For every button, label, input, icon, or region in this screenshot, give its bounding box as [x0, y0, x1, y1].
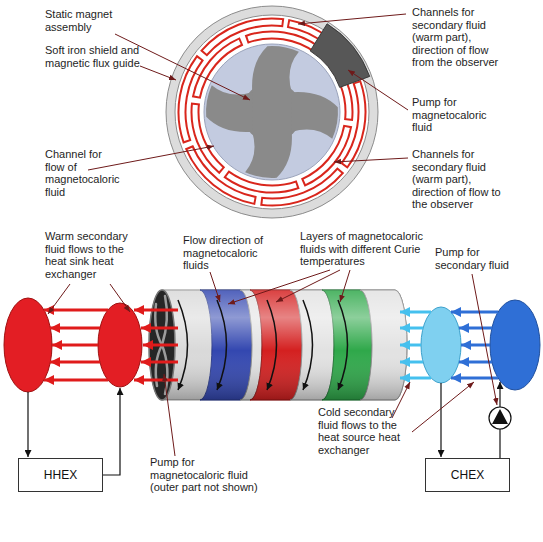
- flow-arrow: [338, 300, 348, 390]
- leader-line: [140, 66, 176, 80]
- warm-side: [4, 298, 178, 475]
- warm-flow-arrow: [141, 361, 178, 364]
- flow-arrow: [217, 300, 227, 390]
- channel-interior: [164, 4, 381, 221]
- leader-line: [210, 272, 220, 302]
- callout-label: Cold secondary fluid flows to the heat s…: [318, 406, 413, 456]
- pump-triangle: [492, 409, 508, 424]
- magnet-lobe: [250, 43, 299, 99]
- cold-flow-arrow: [400, 361, 423, 364]
- flow-arrow: [178, 300, 188, 390]
- callout-label: Channels for secondary fluid (warm part)…: [412, 6, 508, 69]
- channel-wall: [164, 4, 381, 221]
- magnet-lobe: [285, 90, 341, 139]
- cold-flow-arrow: [459, 361, 492, 364]
- cross-section: [164, 4, 381, 221]
- callout-label: Channel for flow of magnetocaloric fluid: [45, 148, 122, 198]
- flow-arrow: [267, 300, 277, 390]
- leader-lines: [48, 270, 497, 456]
- warm-flow-arrows: [44, 310, 178, 380]
- callout-label: Layers of magnetocaloric fluids with dif…: [300, 230, 438, 268]
- cold-flow-arrow: [400, 344, 421, 347]
- box-label: HHEX: [44, 468, 77, 482]
- warm-manifold: [98, 303, 142, 387]
- cylinder-shading: [149, 290, 407, 400]
- callout-label: Soft iron shield and magnetic flux guide: [45, 44, 155, 69]
- cold-flow-arrow: [400, 377, 431, 380]
- warm-flow-arrow: [44, 309, 108, 312]
- warm-manifold: [4, 298, 52, 392]
- warm-flow-arrow: [134, 309, 178, 312]
- magnetocaloric-pump: [310, 24, 370, 88]
- static-magnet: [203, 43, 342, 182]
- cold-flow-arrows: [400, 312, 431, 378]
- heat-exchanger-box: CHEX: [425, 458, 510, 492]
- leader-line: [472, 274, 497, 405]
- pump-blade: [162, 296, 167, 345]
- callout-label: Static magnet assembly: [45, 8, 140, 33]
- warm-flow-arrow: [44, 379, 108, 382]
- callout-label: Pump for magnetocaloric fluid: [412, 96, 494, 134]
- warm-flow-arrow: [141, 327, 178, 330]
- warm-flow-arrow: [50, 361, 100, 364]
- callout-label: Warm secondary fluid flows to the heat s…: [45, 230, 140, 280]
- flow-arrows: [178, 300, 348, 390]
- box-label: CHEX: [451, 468, 484, 482]
- magnet-lobe: [203, 85, 259, 134]
- leader-line: [412, 382, 474, 432]
- shield-inner-edge: [175, 15, 369, 209]
- leader-line: [88, 146, 214, 170]
- cold-side: [400, 300, 540, 458]
- leader-line: [276, 270, 340, 302]
- cold-manifold: [421, 307, 461, 383]
- secondary-pump-symbol: [489, 407, 511, 429]
- leader-line: [228, 270, 330, 304]
- callout-label: Pump for magnetocaloric fluid (outer par…: [150, 456, 268, 494]
- cold-flow-arrow: [451, 377, 498, 380]
- cold-flow-arrow: [400, 327, 423, 330]
- pump-blade: [162, 345, 167, 394]
- pipe: [103, 388, 120, 475]
- leader-line: [110, 284, 130, 312]
- leader-line: [340, 270, 350, 302]
- leader-line: [298, 14, 406, 24]
- cold-flow-arrow: [400, 311, 431, 314]
- leader-line: [392, 382, 410, 418]
- cold-flow-arrow: [451, 311, 498, 314]
- warm-flow-arrow: [134, 379, 178, 382]
- inner-channels: [164, 4, 381, 221]
- callout-label: Channels for secondary fluid (warm part)…: [412, 148, 508, 211]
- pipe: [440, 383, 441, 457]
- magnet-lobe: [245, 125, 294, 181]
- cold-flow-arrow: [459, 327, 492, 330]
- heat-exchanger-box: HHEX: [18, 458, 103, 492]
- warm-flow-arrow: [50, 327, 100, 330]
- callout-label: Flow direction of magnetocaloric fluids: [183, 234, 275, 272]
- leader-line: [164, 374, 175, 456]
- cylinder-body: [149, 290, 407, 400]
- callout-label: Pump for secondary fluid: [435, 246, 527, 271]
- warm-flow-arrow: [52, 344, 98, 347]
- leader-line: [48, 284, 70, 314]
- leader-lines: [88, 14, 408, 170]
- warm-flow-arrow: [143, 344, 178, 347]
- leader-line: [348, 70, 408, 110]
- flow-arrow: [303, 300, 313, 390]
- leader-line: [334, 158, 408, 162]
- pipe: [27, 392, 28, 457]
- cold-flow-arrows: [451, 312, 498, 378]
- cylinder: [149, 290, 407, 400]
